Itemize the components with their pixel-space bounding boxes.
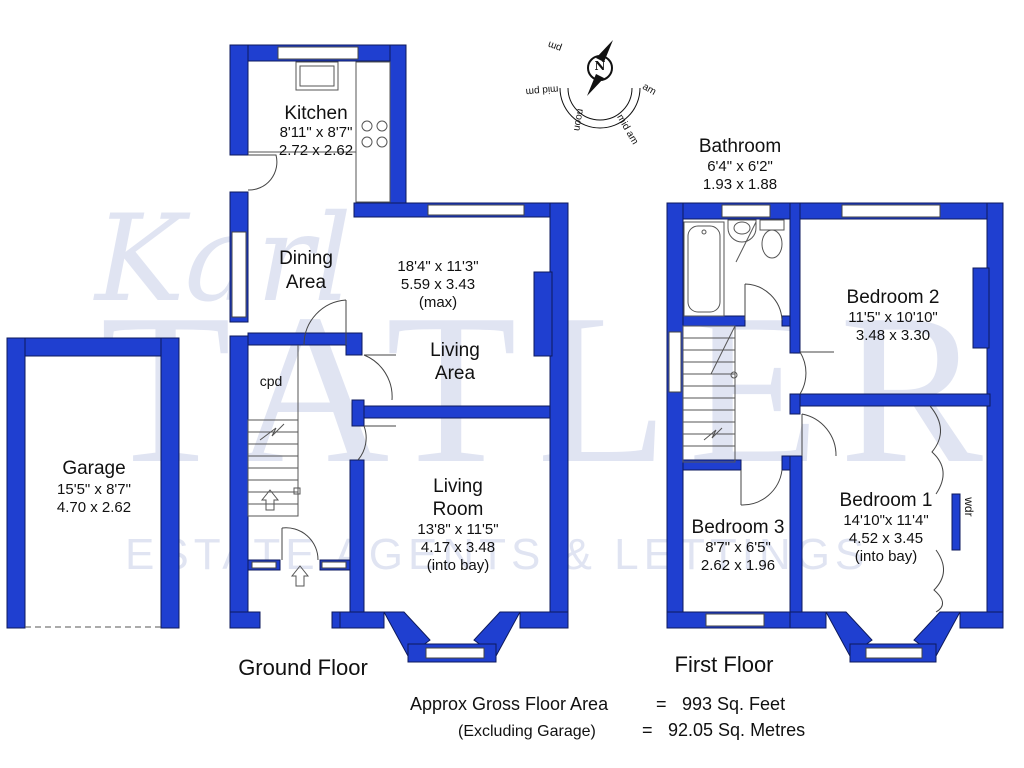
living-room-imperial: 13'8" x 11'5" [417, 521, 499, 538]
area-summary: Approx Gross Floor Area = 993 Sq. Feet (… [410, 694, 840, 746]
living-area-name-line1: Living [430, 340, 480, 361]
bedroom3-imperial: 8'7" x 6'5" [705, 539, 771, 556]
garage-name: Garage [62, 458, 126, 479]
bedroom2-name: Bedroom 2 [846, 287, 940, 308]
first-floor-title: First Floor [674, 652, 774, 677]
kitchen-fittings [248, 61, 391, 203]
garage-imperial: 15'5" x 8'7" [57, 481, 131, 498]
first-floor-doors [740, 283, 944, 613]
bathroom-fittings [683, 219, 785, 317]
area-line1-value: 993 Sq. Feet [682, 694, 786, 714]
bedroom2-imperial: 11'5" x 10'10" [848, 309, 938, 326]
area-line-2: (Excluding Garage) = 92.05 Sq. Metres [410, 720, 840, 746]
garage-walls [6, 337, 180, 629]
bathroom-imperial: 6'4" x 6'2" [707, 158, 773, 175]
kitchen-metric: 2.72 x 2.62 [278, 142, 354, 159]
watermark-script: Karl [95, 190, 352, 329]
area-line2-eq: = [642, 720, 653, 740]
living-room-name-line1: Living [433, 476, 483, 497]
area-line2-value: 92.05 Sq. Metres [668, 720, 806, 740]
living-room-note: (into bay) [426, 557, 490, 574]
bathroom-name: Bathroom [698, 136, 782, 157]
bedroom1-note: (into bay) [854, 548, 918, 565]
bedroom3-metric: 2.62 x 1.96 [700, 557, 776, 574]
ground-floor-title: Ground Floor [238, 655, 368, 680]
first-floor-stairs [682, 325, 738, 463]
kitchen-name: Kitchen [284, 103, 348, 124]
bathroom-metric: 1.93 x 1.88 [702, 176, 778, 193]
area-line-1: Approx Gross Floor Area = 993 Sq. Feet [410, 694, 840, 720]
area-line2-label: (Excluding Garage) [458, 723, 596, 740]
ground-floor-walls [229, 44, 569, 663]
first-floor-walls [666, 202, 1004, 663]
dining-name-line2: Area [285, 272, 327, 293]
area-line1-label: Approx Gross Floor Area [410, 694, 609, 714]
bedroom1-metric: 4.52 x 3.45 [848, 530, 924, 547]
bedroom3-name: Bedroom 3 [691, 517, 785, 538]
ground-floor-stairs [247, 345, 310, 587]
garage-metric: 4.70 x 2.62 [56, 499, 132, 516]
dining-living-metric: 5.59 x 3.43 [400, 276, 476, 293]
living-room-name-line2: Room [432, 499, 484, 520]
cupboard-label: cpd [259, 373, 283, 389]
living-room-metric: 4.17 x 3.48 [420, 539, 496, 556]
kitchen-imperial: 8'11" x 8'7" [279, 124, 353, 141]
compass [559, 40, 641, 129]
bedroom1-imperial: 14'10"x 11'4" [843, 512, 929, 529]
dining-living-imperial: 18'4" x 11'3" [397, 258, 479, 275]
ground-floor-doors [247, 154, 396, 561]
wardrobe-label: wdr [961, 497, 976, 517]
bedroom1-name: Bedroom 1 [839, 490, 933, 511]
living-area-name-line2: Area [434, 363, 476, 384]
dining-living-note: (max) [418, 294, 458, 311]
bedroom2-metric: 3.48 x 3.30 [855, 327, 931, 344]
compass-north-label: N [594, 59, 606, 73]
area-line1-eq: = [656, 694, 667, 714]
dining-name-line1: Dining [279, 248, 333, 269]
